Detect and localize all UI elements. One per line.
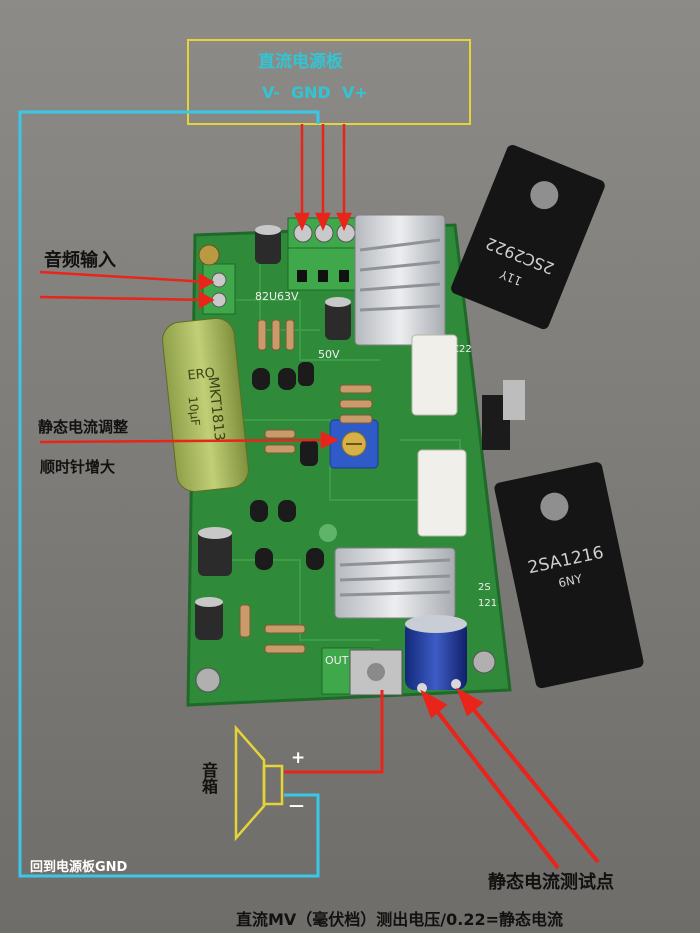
speaker-label: 音箱 xyxy=(199,762,218,794)
bias-adjust-label: 静态电流调整 xyxy=(38,418,129,436)
output-terminal: OUT xyxy=(321,647,403,696)
speaker-minus-label: — xyxy=(289,796,304,814)
film-capacitor: ERO MKT1813 10μF xyxy=(162,317,249,492)
power-rail-arrows xyxy=(294,124,352,232)
speaker-plus-label: + xyxy=(291,748,306,768)
formula-label: 直流MV（毫伏档）测出电压/0.22=静态电流 xyxy=(236,910,564,929)
small-components xyxy=(250,362,324,570)
gnd-return-wire xyxy=(18,110,320,878)
input-terminals xyxy=(202,263,236,315)
power-transistor-top: 2SC2922 11Y xyxy=(451,144,605,330)
power-board-box xyxy=(187,39,471,125)
return-gnd-label: 回到电源板GND xyxy=(30,860,128,875)
test-point-label: 静态电流测试点 xyxy=(488,872,614,893)
cap-marking: 82U63V xyxy=(255,290,299,303)
pcb-silkscreen: C22 2S 121 xyxy=(452,344,497,609)
upper-heatsink xyxy=(354,214,446,346)
lower-heatsink xyxy=(334,547,456,619)
driver-transistor xyxy=(482,380,525,450)
bias-adjust-arrow xyxy=(39,430,339,450)
electrolytic-capacitors xyxy=(195,225,467,690)
speaker-icon xyxy=(234,724,284,842)
small-ceramic-cap xyxy=(319,524,337,542)
svg-text:C22: C22 xyxy=(452,344,472,355)
cap-marking-2: 50V xyxy=(318,348,340,361)
bias-trimmer-potentiometer xyxy=(329,419,379,469)
svg-text:ERO: ERO xyxy=(187,366,216,384)
svg-text:6NY: 6NY xyxy=(557,572,584,591)
svg-text:121: 121 xyxy=(478,598,497,609)
speaker-positive-wire xyxy=(284,690,384,774)
svg-text:10μF: 10μF xyxy=(186,396,203,427)
power-transistor-bottom: 2SA1216 6NY xyxy=(494,462,644,689)
power-rails-label: V- GND V+ xyxy=(262,83,368,102)
cement-resistors xyxy=(411,334,467,537)
mounting-screws xyxy=(195,244,496,693)
audio-input-arrows xyxy=(39,270,215,310)
pcb-out-label: OUT xyxy=(325,654,349,667)
resistors xyxy=(239,319,373,654)
power-board-title: 直流电源板 xyxy=(258,52,343,72)
clockwise-increase-label: 顺时针增大 xyxy=(40,458,116,476)
audio-input-label: 音频输入 xyxy=(44,250,116,271)
svg-text:MKT1813: MKT1813 xyxy=(205,376,228,442)
test-point-pads xyxy=(417,679,461,693)
test-point-arrows xyxy=(420,687,600,870)
svg-text:2S: 2S xyxy=(478,582,491,593)
